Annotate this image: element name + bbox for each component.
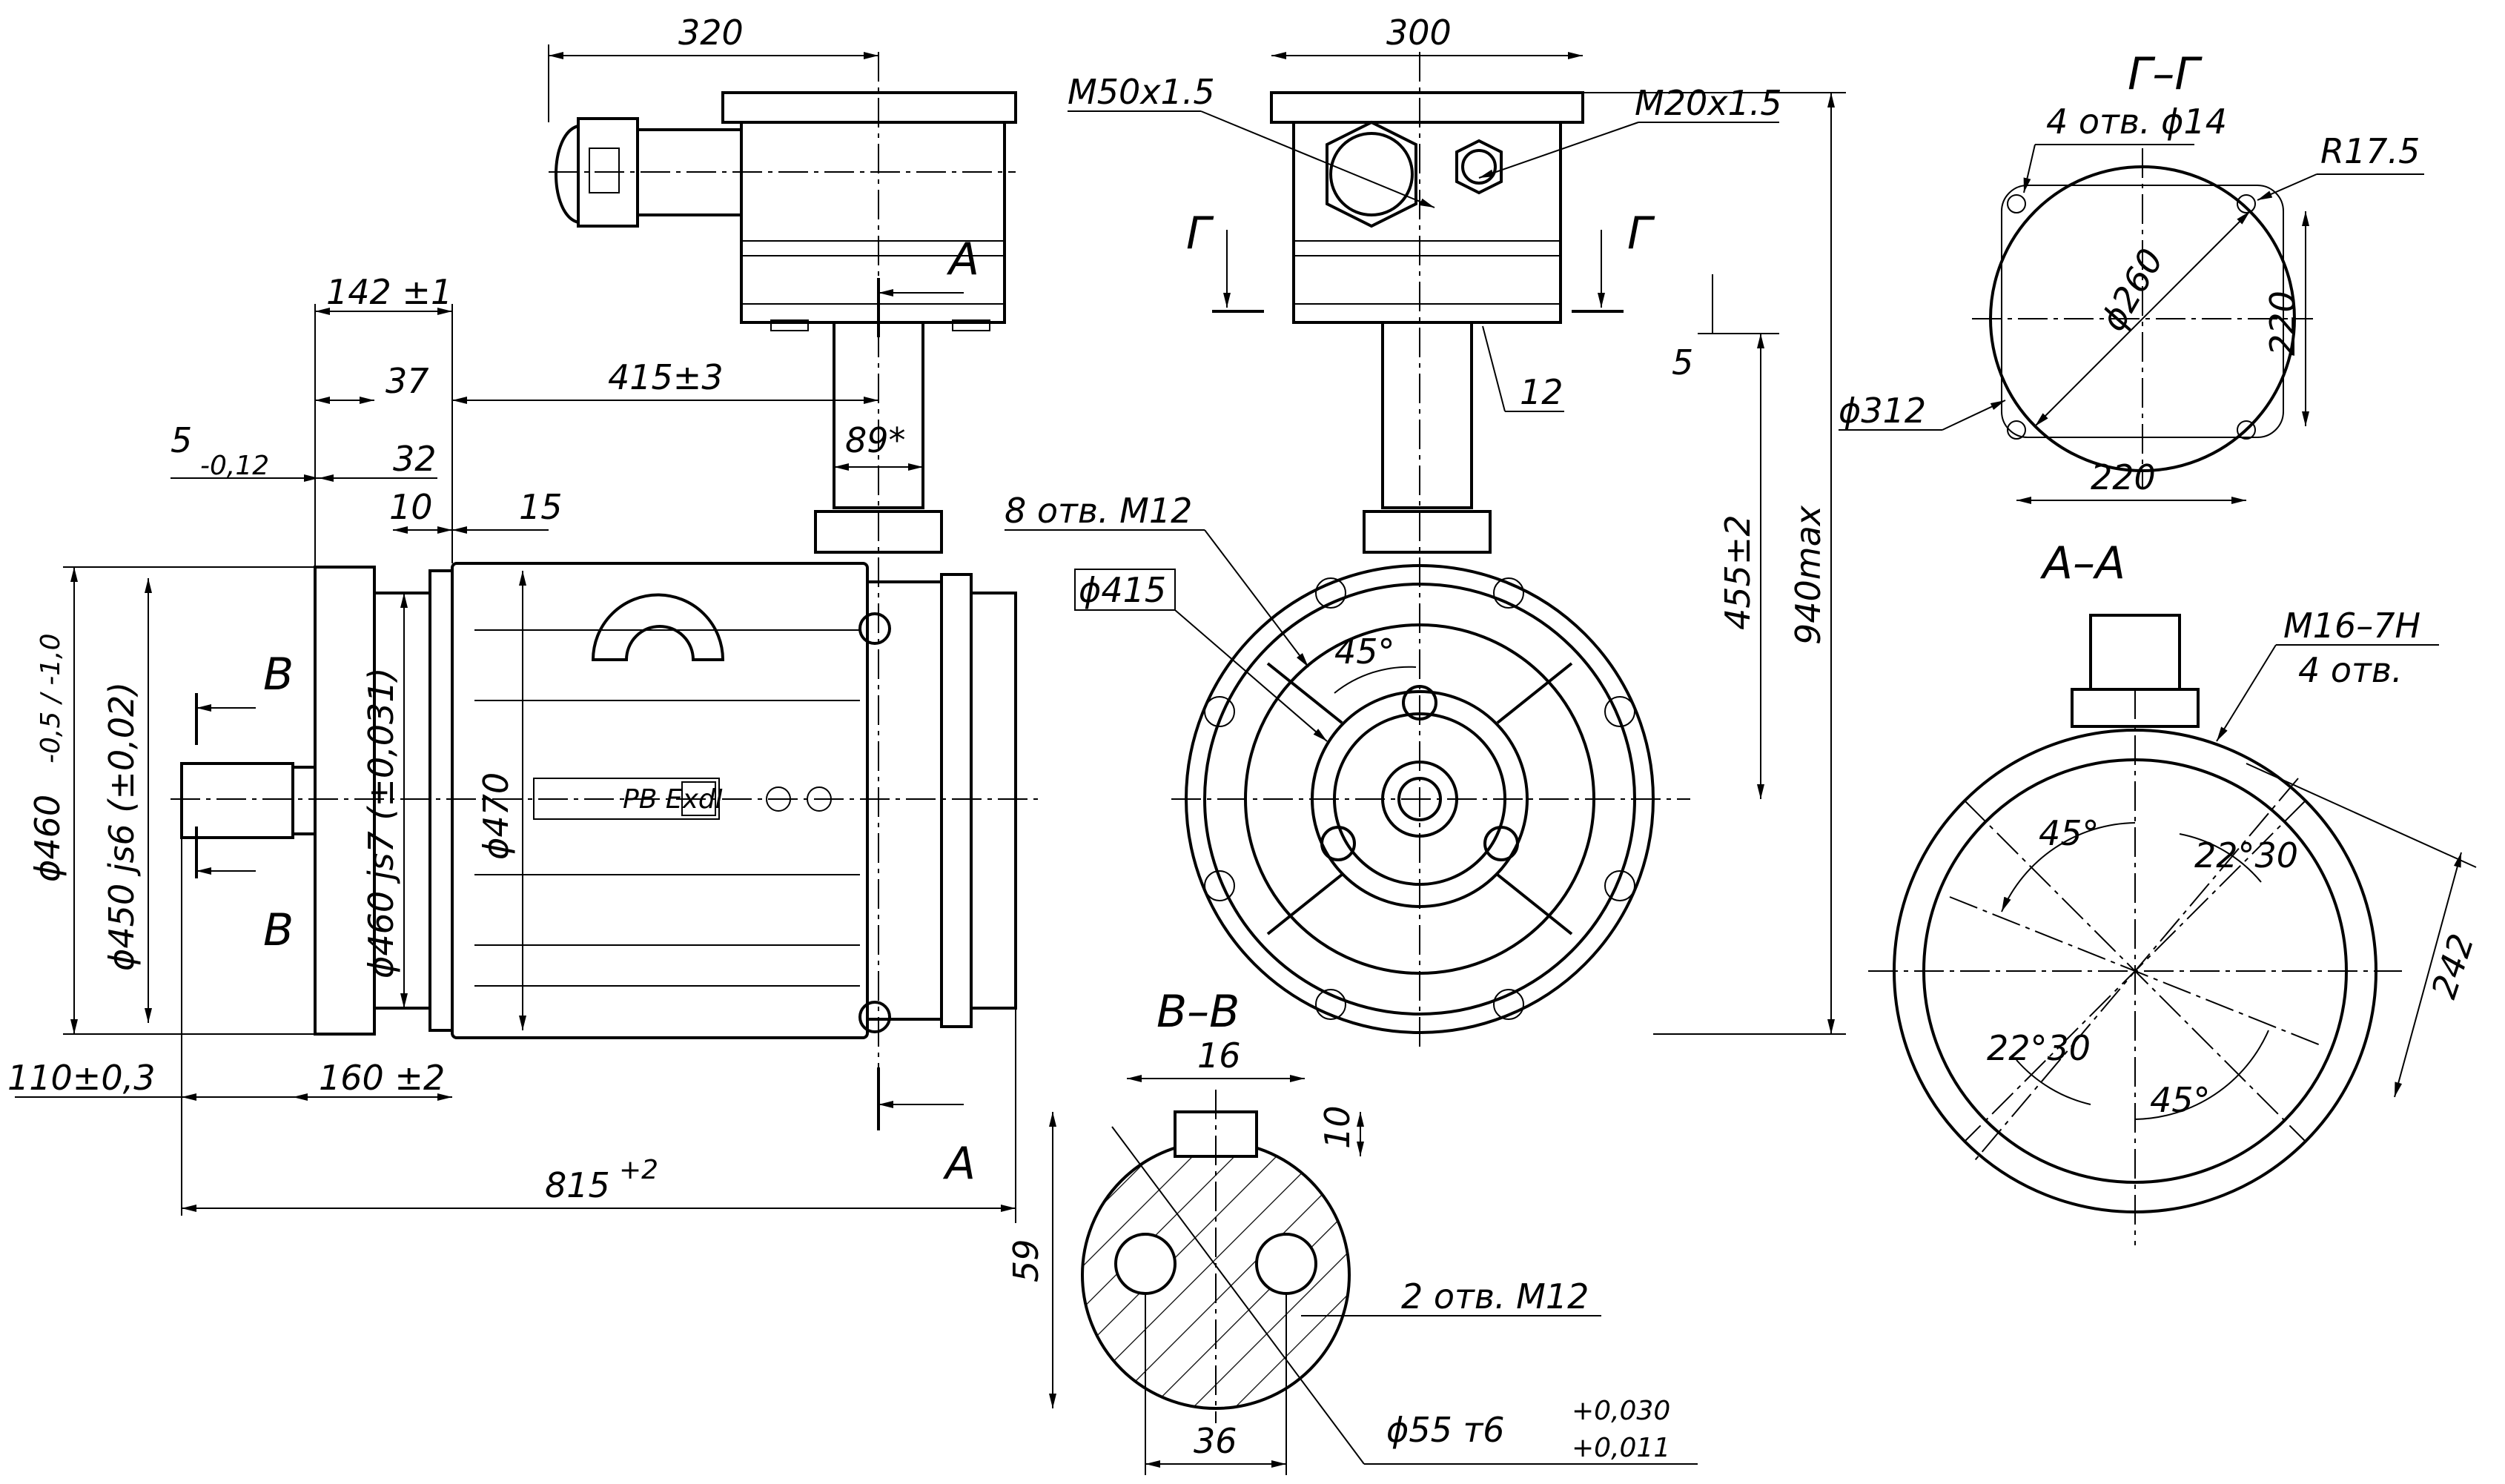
dim-phi470: ϕ470 — [476, 772, 516, 860]
angle-45-front: 45° — [1334, 632, 1395, 672]
label-m16: M16–7H — [2283, 606, 2420, 646]
dim-phi450: ϕ450 js6 (±0,02) — [102, 682, 142, 971]
angle-2230-b: 22°30 — [1987, 1028, 2091, 1068]
label-m20: M20x1.5 — [1635, 83, 1782, 123]
dim-phi55: ϕ55 т6 — [1386, 1410, 1505, 1450]
motor-body-side — [451, 562, 1017, 1039]
front-view: Г Г 300 M50x1.5 M20x1.5 5 12 455±2 — [1005, 13, 1846, 1053]
label-m50: M50x1.5 — [1068, 72, 1215, 112]
dim-242: 242 — [2423, 929, 2481, 1003]
label-r175: R17.5 — [2320, 131, 2420, 171]
dim-5: 5 — [171, 420, 192, 460]
dim-815-tolerance: +2 — [619, 1155, 658, 1185]
dim-5-tolerance: -0,12 — [200, 451, 269, 481]
dimensions-side: 320 142 ±1 37 415±3 5 -0,12 32 89* 10 15 — [7, 13, 1016, 1223]
side-view: А А В В 320 142 ±1 37 415±3 5 — [7, 13, 1038, 1223]
motor-end-face — [1171, 564, 1690, 1034]
dim-phi55-tol-lower: +0,011 — [1572, 1433, 1670, 1463]
section-markers-side: А А В В — [195, 233, 979, 1190]
label-4-holes-a: 4 отв. — [2298, 650, 2403, 690]
dim-15: 15 — [519, 487, 563, 527]
dim-phi55-tol-upper: +0,030 — [1572, 1396, 1670, 1426]
dim-940: 940max — [1788, 505, 1828, 645]
angle-45-b: 45° — [2150, 1080, 2211, 1120]
label-2-holes: 2 отв. M12 — [1401, 1276, 1589, 1316]
letter-g-left: Г — [1186, 208, 1214, 259]
section-g-title: Г–Г — [2128, 48, 2203, 100]
nameplate-marking: PB ExdI — [623, 784, 723, 815]
dim-32: 32 — [393, 439, 437, 479]
dim-phi260: ϕ260 — [2093, 242, 2171, 337]
dim-89: 89* — [845, 420, 906, 460]
section-a: А–А 45° 22°30 22°30 45° 242 M16–7H 4 отв… — [1868, 537, 2482, 1245]
angle-45-a: 45° — [2039, 813, 2099, 853]
letter-v-bottom: В — [263, 904, 294, 956]
dim-10b: 10 — [1317, 1105, 1357, 1149]
flange-side — [171, 566, 1038, 1036]
dim-160: 160 ±2 — [319, 1058, 445, 1098]
dimensions-front: 300 M50x1.5 M20x1.5 5 12 455±2 940max 8 … — [1005, 13, 1846, 1035]
dim-16: 16 — [1197, 1036, 1241, 1076]
dim-12: 12 — [1520, 372, 1563, 412]
letter-g-right: Г — [1627, 208, 1655, 259]
dim-10: 10 — [389, 487, 433, 527]
letter-v-top: В — [263, 649, 294, 700]
dim-37: 37 — [385, 361, 429, 401]
dim-59: 59 — [1006, 1239, 1046, 1282]
section-v-title: В–В — [1156, 986, 1240, 1038]
dim-300: 300 — [1386, 13, 1452, 53]
angle-2230-a: 22°30 — [2194, 835, 2298, 875]
dim-455: 455±2 — [1718, 514, 1758, 630]
section-v: В–В 16 10 59 36 2 отв. M12 ϕ55 т6 +0,030… — [1006, 986, 1698, 1475]
letter-a-top: А — [946, 233, 979, 285]
letter-a-bottom: А — [942, 1138, 976, 1190]
label-8-holes: 8 отв. M12 — [1005, 491, 1192, 531]
dim-142: 142 ±1 — [326, 272, 452, 312]
dim-phi460-tolerance: -0,5 / -1,0 — [36, 634, 66, 764]
dim-110: 110±0,3 — [7, 1058, 156, 1098]
dim-phi312: ϕ312 — [1839, 391, 1926, 431]
section-markers-front: Г Г — [1186, 208, 1655, 313]
dim-415: 415±3 — [608, 357, 724, 397]
terminal-box-side — [549, 52, 1017, 1090]
label-4-holes-phi14: 4 отв. ϕ14 — [2046, 102, 2227, 142]
dim-phi460: ϕ460 — [27, 795, 67, 882]
section-a-title: А–А — [2039, 537, 2125, 589]
dim-36: 36 — [1194, 1421, 1237, 1461]
dim-phi460-js7: ϕ460 js7 (±0,031) — [361, 667, 401, 978]
section-g: Г–Г ϕ260 220 220 ϕ312 4 отв. ϕ14 R17.5 — [1839, 48, 2424, 504]
dim-220-horizontal: 220 — [2091, 457, 2156, 497]
dim-5b: 5 — [1672, 342, 1693, 382]
dim-320: 320 — [678, 13, 744, 53]
dim-220-vertical: 220 — [2263, 291, 2303, 356]
dim-phi415: ϕ415 — [1079, 570, 1166, 610]
terminal-box-front — [1270, 52, 1584, 1053]
dim-815: 815 — [545, 1165, 610, 1205]
